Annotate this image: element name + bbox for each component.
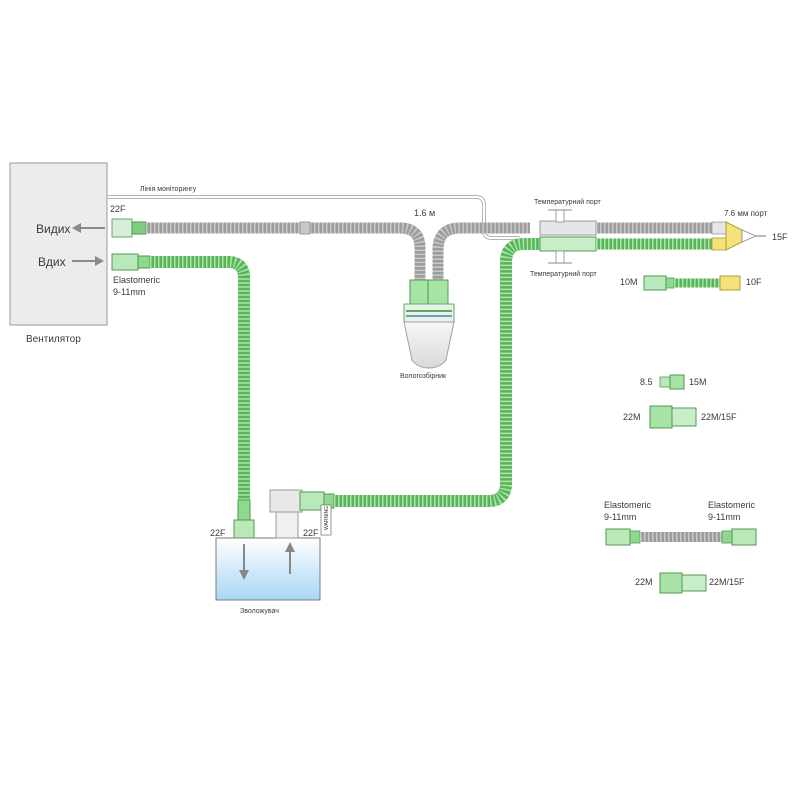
elastomeric-left-type: Elastomeric <box>604 500 652 510</box>
exhale-port-connector <box>111 218 133 238</box>
elastomeric-right-diameter: 9-11mm <box>708 512 740 522</box>
humidifier-name: Зволожувач <box>240 608 279 615</box>
monitoring-line: Лінія моніторингу <box>108 185 520 240</box>
ventilator: Видих Вдих Вентилятор <box>9 162 108 345</box>
inspiratory-limb <box>334 238 540 507</box>
adapter-10m-10f: 10M 10F <box>620 275 762 291</box>
humidifier-chamber <box>215 537 321 601</box>
water-trap-label: Вологозбірник <box>400 372 447 380</box>
humidifier-warning: WARNING <box>324 506 330 530</box>
adapter-22a-right: 22M/15F <box>701 412 737 422</box>
inhale-label: Вдих <box>38 255 66 269</box>
inhale-tube-type: Elastomeric <box>113 275 161 285</box>
adapter-85-right: 15M <box>689 377 707 387</box>
exhale-limb: 22F 1.6 м <box>110 204 530 280</box>
adapter-10-right: 10F <box>746 277 762 287</box>
adapter-22b-left: 22M <box>635 577 653 587</box>
adapter-10-left: 10M <box>620 277 638 287</box>
adapter-22m-a: 22M 22M/15F <box>623 405 737 429</box>
temp-port-bottom-label: Температурний порт <box>530 270 598 278</box>
monitoring-line-label: Лінія моніторингу <box>140 185 197 193</box>
adapter-22m-b: 22M 22M/15F <box>635 572 745 594</box>
inhale-arrow-head <box>95 256 104 266</box>
elastomeric-tube-pair: Elastomeric 9-11mm Elastomeric 9-11mm <box>604 500 757 546</box>
exhale-label: Видих <box>36 222 70 236</box>
exhale-port-size: 22F <box>110 204 126 214</box>
ventilator-name: Вентилятор <box>26 334 81 345</box>
wye-size-label: 15F <box>772 232 788 242</box>
adapter-22a-left: 22M <box>623 412 641 422</box>
port-76-label: 7.6 мм порт <box>724 209 768 218</box>
temperature-ports: Температурний порт Температурний порт 7.… <box>530 198 788 278</box>
adapter-85-left: 8.5 <box>640 377 653 387</box>
exhale-arrow-head <box>72 223 81 233</box>
humidifier-left-port: 22F <box>210 528 226 538</box>
elastomeric-right-type: Elastomeric <box>708 500 756 510</box>
elastomeric-left-diameter: 9-11mm <box>604 512 636 522</box>
humidifier-right-port: 22F <box>303 528 319 538</box>
temp-port-top-label: Температурний порт <box>534 198 602 206</box>
humidifier: 22F 22F Зволожувач WARNING <box>210 489 335 615</box>
inhale-tube-diameter: 9-11mm <box>113 287 145 297</box>
inhale-limb: Elastomeric 9-11mm <box>111 253 255 539</box>
adapter-85-15m: 8.5 15M <box>640 374 707 390</box>
ventilator-box <box>9 162 108 326</box>
tube-length-label: 1.6 м <box>414 208 435 218</box>
adapter-22b-right: 22M/15F <box>709 577 745 587</box>
water-trap: Вологозбірник <box>400 279 455 380</box>
